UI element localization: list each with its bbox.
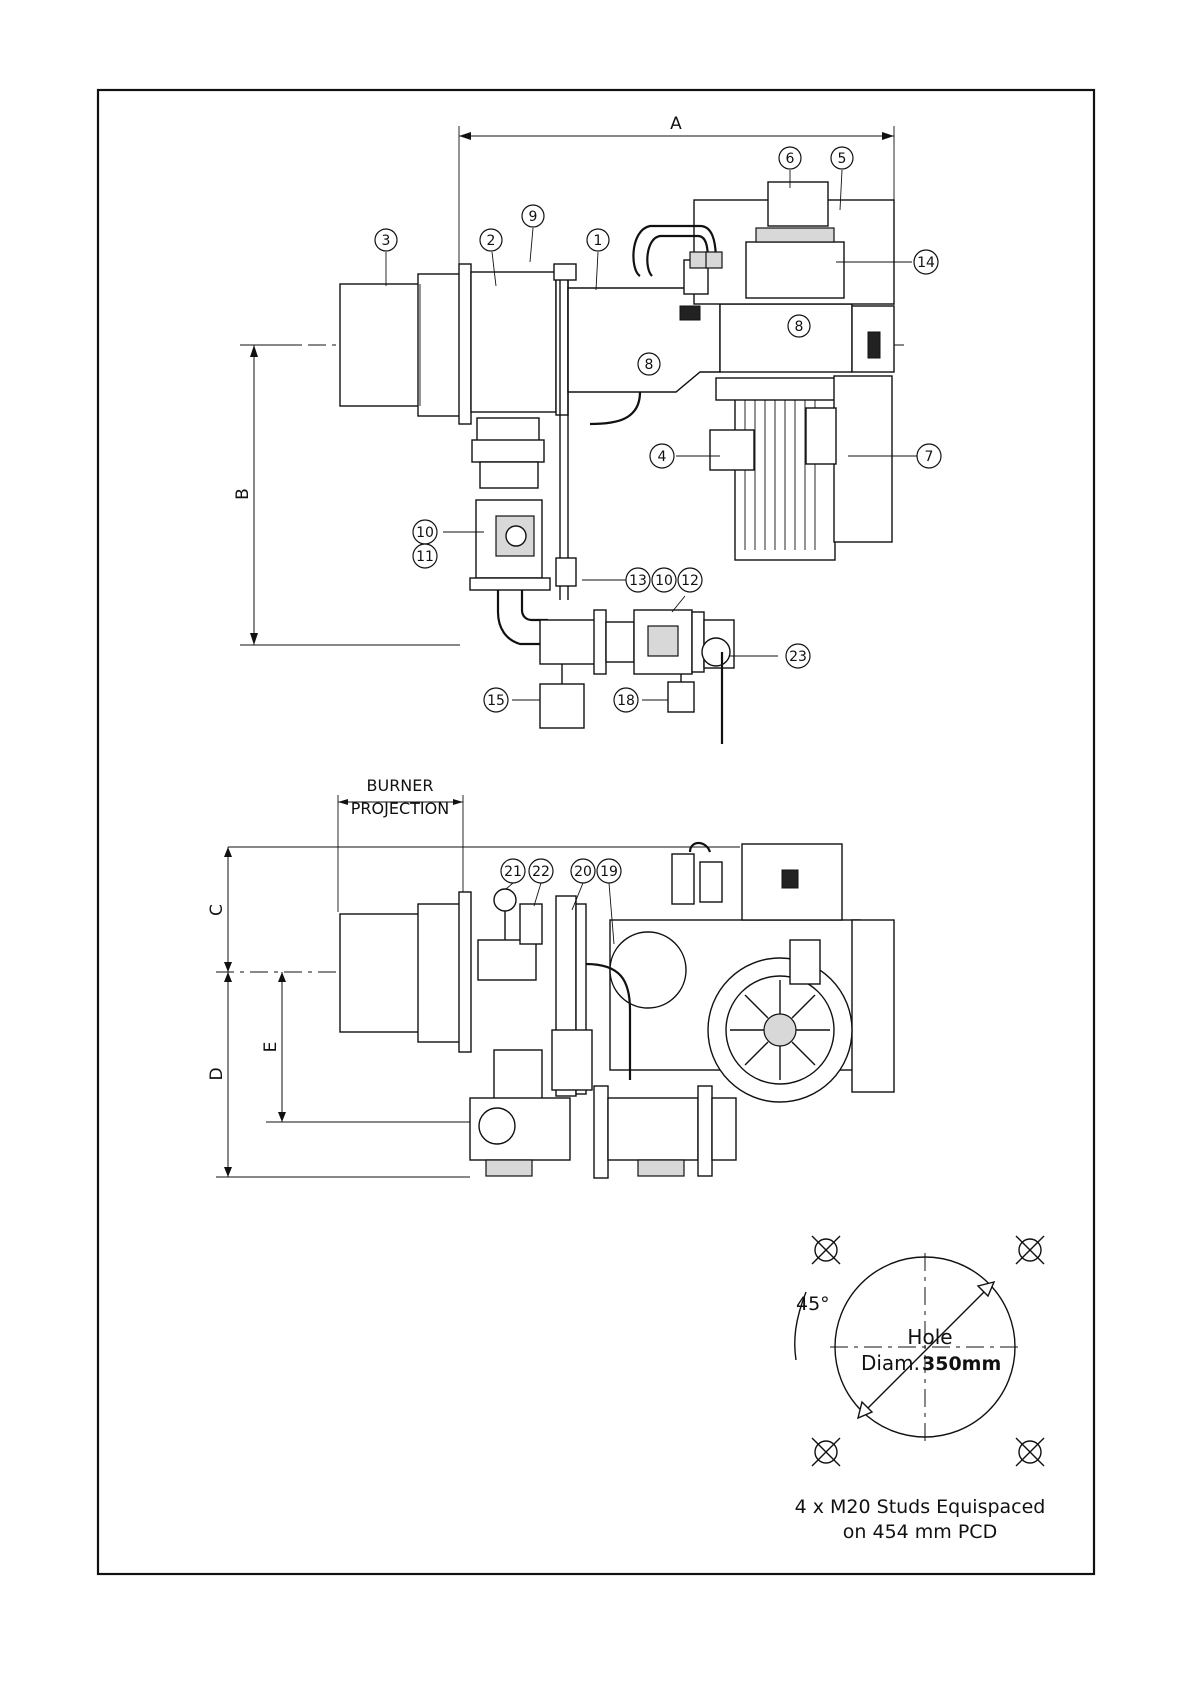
balloon-2: 2 [480, 229, 502, 251]
svg-text:3: 3 [382, 233, 391, 249]
svg-text:15: 15 [487, 693, 505, 709]
svg-text:19: 19 [600, 864, 618, 880]
svg-text:11: 11 [416, 549, 434, 565]
hole-diam-value: 350mm [922, 1353, 1001, 1375]
svg-text:2: 2 [487, 233, 496, 249]
svg-text:10: 10 [416, 525, 434, 541]
side-mounting-flange [459, 892, 471, 1052]
terminal-box [710, 430, 754, 470]
sight-glass [868, 332, 880, 358]
dim-d-label: D [207, 1067, 227, 1080]
side-gas-governor [478, 940, 536, 980]
balloon-11: 11 [413, 544, 437, 568]
side-blast-tube [340, 914, 420, 1032]
actuator [746, 242, 844, 298]
balloon-15: 15 [484, 688, 508, 712]
balloon-8b: 8 [638, 353, 660, 375]
fan-impeller-housing [834, 376, 892, 542]
svg-text:18: 18 [617, 693, 635, 709]
gas-filter [540, 684, 584, 728]
mounting-flange [459, 264, 471, 424]
balloon-12: 12 [678, 568, 702, 592]
balloon-21: 21 [501, 859, 525, 883]
svg-text:7: 7 [925, 449, 934, 465]
svg-text:22: 22 [532, 864, 550, 880]
svg-text:13: 13 [629, 573, 647, 589]
hole-label: Hole [907, 1325, 952, 1349]
balloons-side: 21 22 20 19 [501, 859, 621, 883]
balloon-5: 5 [831, 147, 853, 169]
svg-text:23: 23 [789, 649, 807, 665]
burner-projection-line1: BURNER [367, 776, 434, 795]
fan-housing [720, 304, 852, 372]
dim-b-label: B [233, 488, 253, 500]
balloon-18: 18 [614, 688, 638, 712]
balloon-22: 22 [529, 859, 553, 883]
balloon-6: 6 [779, 147, 801, 169]
servo-motor [768, 182, 828, 226]
balloon-20: 20 [571, 859, 595, 883]
svg-text:12: 12 [681, 573, 699, 589]
inspection-cover [610, 932, 686, 1008]
dim-c-label: C [207, 904, 227, 916]
diameter-arrow [858, 1282, 994, 1418]
studs-note-line1: 4 x M20 Studs Equispaced [795, 1496, 1046, 1518]
balloon-13: 13 [626, 568, 650, 592]
svg-text:5: 5 [838, 151, 847, 167]
balloon-19: 19 [597, 859, 621, 883]
pressure-switch [668, 682, 694, 712]
side-view: BURNER PROJECTION C D E [207, 776, 894, 1178]
balloon-4: 4 [650, 444, 674, 468]
ball-valve [702, 638, 730, 666]
svg-text:10: 10 [655, 573, 673, 589]
balloon-8a: 8 [788, 315, 810, 337]
svg-text:6: 6 [786, 151, 795, 167]
balloon-23: 23 [786, 644, 810, 668]
mounting-plate: Hole Diam. 350mm 45° 4 x M20 Studs Equis… [795, 1236, 1046, 1543]
balloon-9: 9 [522, 205, 544, 227]
angle-label: 45° [796, 1293, 830, 1315]
balloon-10b: 10 [652, 568, 676, 592]
balloon-7: 7 [917, 444, 941, 468]
svg-text:21: 21 [504, 864, 522, 880]
balloon-3: 3 [375, 229, 397, 251]
balloon-14: 14 [914, 250, 938, 274]
air-box [471, 272, 556, 412]
pressure-gauge [494, 889, 516, 911]
balloon-1: 1 [587, 229, 609, 251]
svg-text:8: 8 [645, 357, 654, 373]
hole-diam-label: Diam. [861, 1351, 920, 1375]
svg-text:14: 14 [917, 255, 935, 271]
blast-tube [340, 284, 420, 406]
svg-text:4: 4 [658, 449, 667, 465]
stud-marks [812, 1236, 1044, 1466]
svg-text:1: 1 [594, 233, 603, 249]
balloon-10a: 10 [413, 520, 437, 544]
svg-text:8: 8 [795, 319, 804, 335]
studs-note-line2: on 454 mm PCD [843, 1521, 997, 1543]
svg-text:20: 20 [574, 864, 592, 880]
svg-text:9: 9 [529, 209, 538, 225]
dim-e-label: E [261, 1042, 281, 1053]
dim-a-label: A [670, 114, 682, 134]
